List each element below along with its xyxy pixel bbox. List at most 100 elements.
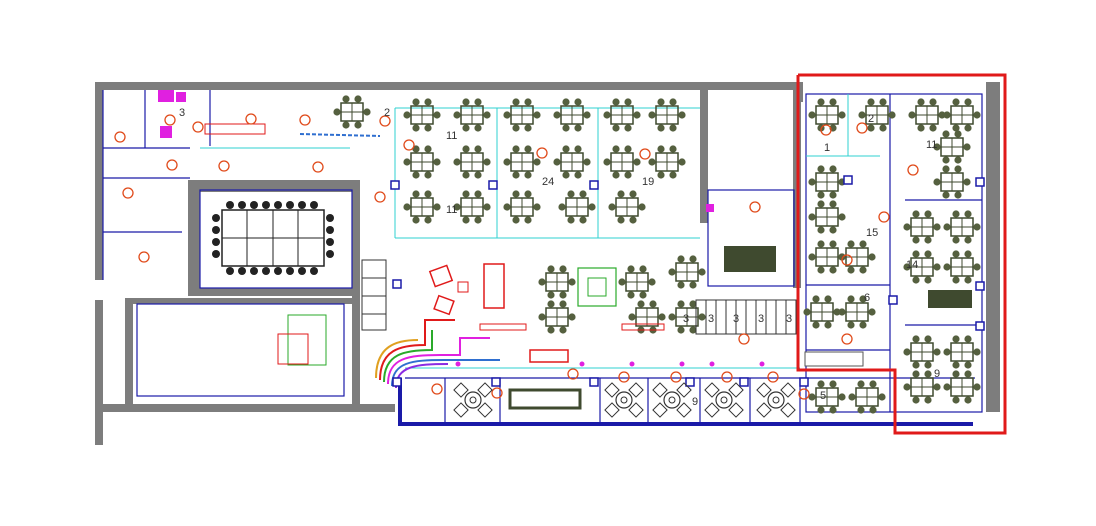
- chair: [453, 111, 461, 119]
- chair: [964, 396, 972, 404]
- chair: [669, 171, 677, 179]
- chair: [657, 124, 665, 132]
- chair: [559, 291, 567, 299]
- location-marker[interactable]: [841, 333, 853, 345]
- chair: [952, 210, 960, 218]
- chair: [524, 98, 532, 106]
- chair: [917, 124, 925, 132]
- location-marker[interactable]: [738, 333, 750, 345]
- chair: [817, 98, 825, 106]
- location-marker[interactable]: [166, 159, 178, 171]
- chair: [342, 121, 350, 129]
- chair: [912, 250, 920, 258]
- chair: [538, 313, 546, 321]
- location-marker[interactable]: [218, 160, 230, 172]
- location-marker[interactable]: [567, 368, 579, 380]
- desk-clusters: [333, 95, 981, 414]
- chair: [963, 143, 971, 151]
- location-marker[interactable]: [192, 121, 204, 133]
- desk-cluster: [858, 98, 896, 132]
- location-marker[interactable]: [841, 254, 853, 266]
- location-marker[interactable]: [856, 122, 868, 134]
- chair: [808, 178, 816, 186]
- chair: [462, 124, 470, 132]
- chair: [964, 276, 972, 284]
- pink-dot: [579, 361, 585, 367]
- chair: [964, 361, 972, 369]
- chair: [559, 265, 567, 273]
- chair: [817, 200, 825, 208]
- chair: [867, 124, 875, 132]
- chair: [547, 326, 555, 334]
- room-number: 3: [786, 313, 792, 325]
- chair: [568, 278, 576, 286]
- location-marker[interactable]: [618, 371, 630, 383]
- chair: [583, 111, 591, 119]
- location-marker[interactable]: [312, 161, 324, 173]
- location-marker[interactable]: [374, 191, 386, 203]
- location-marker[interactable]: [164, 114, 176, 126]
- location-marker[interactable]: [379, 115, 391, 127]
- column: [488, 180, 498, 190]
- column: [392, 377, 402, 387]
- chair: [838, 308, 846, 316]
- chair: [567, 190, 575, 198]
- location-marker[interactable]: [403, 139, 415, 151]
- desk-cluster: [648, 98, 686, 132]
- chair: [942, 130, 950, 138]
- chair: [929, 98, 937, 106]
- pink-dot: [629, 361, 635, 367]
- location-marker[interactable]: [138, 251, 150, 263]
- location-marker[interactable]: [878, 211, 890, 223]
- chair: [524, 145, 532, 153]
- chair: [562, 98, 570, 106]
- location-marker[interactable]: [767, 371, 779, 383]
- desk-cluster: [403, 98, 441, 132]
- chair: [512, 98, 520, 106]
- column: [390, 180, 400, 190]
- chair: [588, 203, 596, 211]
- round-table[interactable]: [652, 382, 692, 418]
- chair: [878, 393, 886, 401]
- location-marker[interactable]: [721, 371, 733, 383]
- location-marker[interactable]: [749, 201, 761, 213]
- desk-cluster: [908, 98, 946, 132]
- location-marker[interactable]: [907, 164, 919, 176]
- location-marker[interactable]: [639, 148, 651, 160]
- chair: [618, 278, 626, 286]
- chair: [817, 191, 825, 199]
- conference-room[interactable]: [212, 201, 334, 275]
- location-marker[interactable]: [491, 387, 503, 399]
- chair: [908, 111, 916, 119]
- location-marker[interactable]: [798, 388, 810, 400]
- chair: [568, 313, 576, 321]
- chair: [612, 145, 620, 153]
- round-table[interactable]: [604, 382, 644, 418]
- location-marker[interactable]: [536, 147, 548, 159]
- desk-cluster: [453, 190, 491, 224]
- location-marker[interactable]: [431, 383, 443, 395]
- desk-cluster: [603, 98, 641, 132]
- highlight-zone[interactable]: [796, 73, 1007, 435]
- desk-cluster: [333, 95, 371, 129]
- round-table[interactable]: [756, 382, 796, 418]
- location-marker[interactable]: [122, 187, 134, 199]
- room-number: 3: [179, 107, 185, 119]
- room-number: 14: [906, 259, 918, 271]
- chair: [503, 203, 511, 211]
- location-marker[interactable]: [114, 131, 126, 143]
- chair: [474, 124, 482, 132]
- chair: [838, 213, 846, 221]
- location-marker[interactable]: [670, 371, 682, 383]
- round-table[interactable]: [453, 382, 493, 418]
- chair: [964, 250, 972, 258]
- location-marker[interactable]: [245, 113, 257, 125]
- chair: [817, 165, 825, 173]
- round-table[interactable]: [704, 382, 744, 418]
- chair: [973, 263, 981, 271]
- chair: [412, 124, 420, 132]
- chair: [838, 111, 846, 119]
- location-marker[interactable]: [820, 124, 832, 136]
- location-marker[interactable]: [299, 114, 311, 126]
- chair: [924, 210, 932, 218]
